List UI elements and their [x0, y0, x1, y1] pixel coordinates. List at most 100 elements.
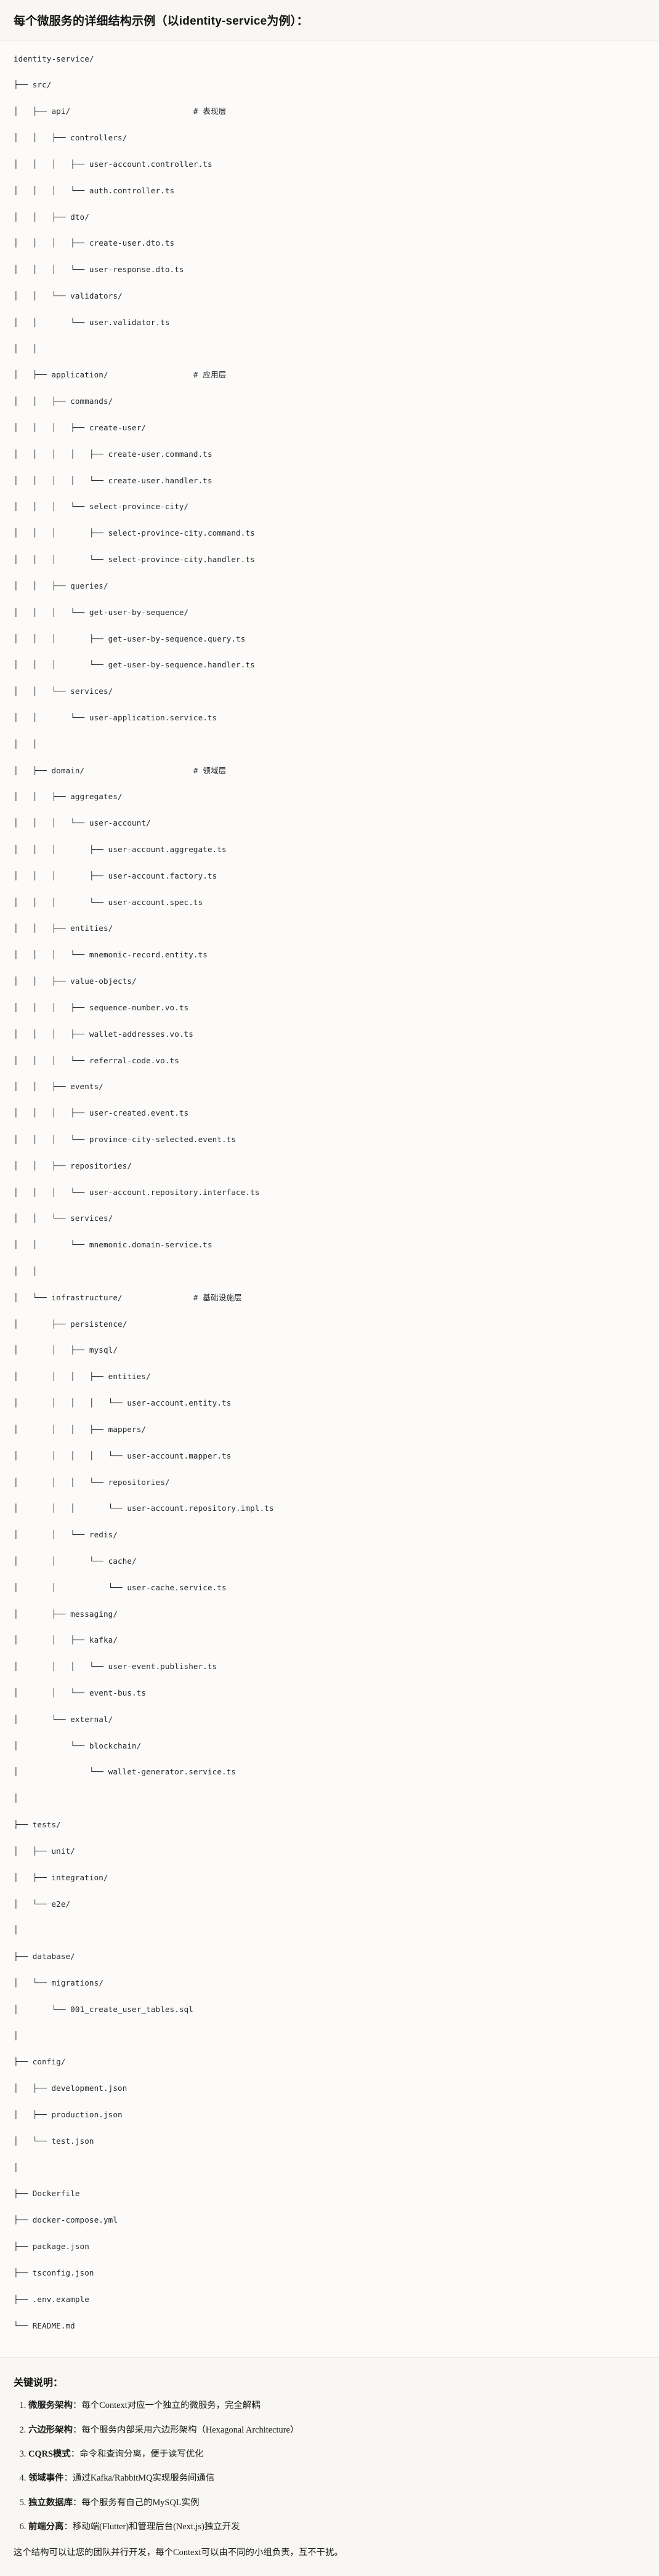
- tree-line: │ └── migrations/: [14, 1978, 103, 1987]
- tree-line: │ │ │ ├── create-user/: [14, 423, 147, 433]
- tree-line: │ │ │ └── user-account.spec.ts: [14, 897, 203, 907]
- key-note-item: CQRS模式：命令和查询分离，便于读写优化: [28, 2447, 645, 2461]
- tree-line: ├── database/: [14, 1952, 75, 1962]
- tree-line: │ │ │ └── select-province-city/: [14, 502, 189, 512]
- tree-line: │ │ ├── mysql/: [14, 1345, 118, 1355]
- tree-line: ├── tests/: [14, 1820, 61, 1830]
- tree-line: │ │ │ ├── user-account.controller.ts: [14, 159, 212, 169]
- tree-line: │ │ ├── commands/: [14, 396, 113, 406]
- tree-line: ├── src/: [14, 80, 52, 90]
- tree-line: │ │ │ ├── user-created.event.ts: [14, 1108, 189, 1118]
- tree-line: │ │ ├── repositories/: [14, 1161, 132, 1170]
- tree-line: │ ├── production.json: [14, 2110, 123, 2120]
- tree-line: │ │ └── services/: [14, 686, 113, 696]
- tree-line: │ │ │ └── user-account/: [14, 818, 151, 828]
- key-note-body: 每个Context对应一个独立的微服务，完全解耦: [81, 2401, 261, 2411]
- key-note-term: 领域事件: [28, 2473, 64, 2484]
- closing-paragraph: 这个结构可以让您的团队并行开发，每个Context可以由不同的小组负责，互不干扰…: [14, 2548, 343, 2558]
- tree-line: │ │ │ ├── sequence-number.vo.ts: [14, 1002, 189, 1012]
- tree-line: │ │ │ └── repositories/: [14, 1477, 170, 1487]
- tree-line: │ └── blockchain/: [14, 1741, 142, 1750]
- tree-line: │ │ │ └── get-user-by-sequence/: [14, 607, 189, 617]
- tree-line: │ ├── domain/ # 领域层: [14, 765, 227, 775]
- tree-line: │ ├── application/ # 应用层: [14, 370, 227, 380]
- tree-line: │ │: [14, 1266, 38, 1276]
- tree-line: │ │ ├── entities/: [14, 924, 113, 933]
- key-note-item: 前端分离：移动端(Flutter)和管理后台(Next.js)独立开发: [28, 2520, 645, 2534]
- tree-line: │ │ ├── kafka/: [14, 1635, 118, 1645]
- tree-line: │ │ │ └── user-account.repository.impl.t…: [14, 1503, 274, 1513]
- tree-line: │ │ └── services/: [14, 1214, 113, 1223]
- tree-line: ├── .env.example: [14, 2294, 89, 2304]
- key-note-separator: ：: [72, 2401, 82, 2411]
- tree-line: ├── docker-compose.yml: [14, 2215, 118, 2225]
- tree-line: │ │ │ ├── select-province-city.command.t…: [14, 528, 255, 538]
- tree-line: │ ├── api/ # 表现层: [14, 107, 227, 116]
- key-note-term: 六边形架构: [28, 2425, 73, 2435]
- tree-line: │ │: [14, 739, 38, 749]
- tree-line: │ │ │ │ └── user-account.entity.ts: [14, 1398, 232, 1408]
- tree-line: ├── package.json: [14, 2242, 89, 2252]
- tree-line: ├── config/: [14, 2057, 66, 2067]
- page-title: 每个微服务的详细结构示例（以identity-service为例）：: [14, 15, 309, 28]
- key-notes-list: 微服务架构：每个Context对应一个独立的微服务，完全解耦六边形架构：每个服务…: [14, 2399, 645, 2534]
- tree-line: │ │ │ ├── mappers/: [14, 1424, 147, 1434]
- tree-line: │: [14, 2031, 18, 2040]
- tree-line: │ │ │ ├── get-user-by-sequence.query.ts: [14, 634, 246, 643]
- tree-line: │: [14, 1925, 18, 1935]
- tree-line: │ │ │ │ └── create-user.handler.ts: [14, 475, 212, 485]
- tree-line: │ │ │ ├── user-account.factory.ts: [14, 871, 217, 880]
- tree-line: │ │ │ └── referral-code.vo.ts: [14, 1055, 179, 1065]
- key-note-item: 领域事件：通过Kafka/RabbitMQ实现服务间通信: [28, 2471, 645, 2485]
- tree-line: ├── Dockerfile: [14, 2189, 80, 2199]
- tree-line: │ │ └── event-bus.ts: [14, 1688, 147, 1698]
- key-note-body: 通过Kafka/RabbitMQ实现服务间通信: [72, 2473, 215, 2484]
- key-note-item: 微服务架构：每个Context对应一个独立的微服务，完全解耦: [28, 2399, 645, 2412]
- key-note-term: 前端分离: [28, 2521, 64, 2532]
- tree-line: │ │ │ └── select-province-city.handler.t…: [14, 555, 255, 565]
- tree-line: │ │ └── user.validator.ts: [14, 317, 170, 327]
- tree-line: │ │ ├── aggregates/: [14, 792, 123, 802]
- tree-line: │ └── e2e/: [14, 1899, 71, 1909]
- tree-line: │ │: [14, 344, 38, 353]
- key-note-body: 命令和查询分离，便于读写优化: [79, 2449, 204, 2459]
- key-note-separator: ：: [63, 2521, 73, 2532]
- tree-line: │ └── infrastructure/ # 基础设施层: [14, 1292, 242, 1302]
- tree-line: │ │ │ ├── user-account.aggregate.ts: [14, 845, 227, 855]
- key-note-term: CQRS模式: [28, 2449, 71, 2459]
- tree-line: │ │ │ └── get-user-by-sequence.handler.t…: [14, 660, 255, 670]
- tree-line: │ │ └── validators/: [14, 291, 123, 300]
- tree-line: └── README.md: [14, 2320, 75, 2330]
- tree-line: │ │ │ └── user-account.repository.interf…: [14, 1187, 260, 1197]
- directory-tree-block: identity-service/ ├── src/ │ ├── api/ # …: [0, 41, 659, 2358]
- key-note-item: 六边形架构：每个服务内部采用六边形架构（Hexagonal Architectu…: [28, 2423, 645, 2437]
- tree-line: │ │ │ │ ├── create-user.command.ts: [14, 449, 212, 459]
- tree-line: │ │ └── cache/: [14, 1556, 137, 1566]
- tree-line: │ │ ├── dto/: [14, 212, 89, 222]
- key-note-body: 移动端(Flutter)和管理后台(Next.js)独立开发: [72, 2521, 240, 2532]
- tree-line: │: [14, 2162, 18, 2172]
- tree-line: │ ├── unit/: [14, 1846, 75, 1856]
- key-notes-section: 关键说明： 微服务架构：每个Context对应一个独立的微服务，完全解耦六边形架…: [0, 2357, 659, 2576]
- key-note-item: 独立数据库：每个服务有自己的MySQL实例: [28, 2496, 645, 2510]
- tree-line: │ │ └── redis/: [14, 1530, 118, 1540]
- tree-line: │ │ │ ├── wallet-addresses.vo.ts: [14, 1029, 193, 1039]
- key-note-separator: ：: [70, 2449, 80, 2459]
- tree-line: │ │ │ └── user-event.publisher.ts: [14, 1662, 217, 1672]
- page-header: 每个微服务的详细结构示例（以identity-service为例）：: [0, 0, 659, 41]
- tree-line: │ │ └── user-cache.service.ts: [14, 1582, 227, 1592]
- key-note-separator: ：: [72, 2497, 82, 2508]
- key-note-body: 每个服务内部采用六边形架构（Hexagonal Architecture）: [81, 2425, 299, 2435]
- tree-line: │: [14, 1793, 18, 1803]
- key-note-term: 独立数据库: [28, 2497, 73, 2508]
- tree-line: │ ├── integration/: [14, 1872, 108, 1882]
- tree-line: │ │ │ └── mnemonic-record.entity.ts: [14, 950, 208, 960]
- tree-line: │ │ └── mnemonic.domain-service.ts: [14, 1240, 212, 1250]
- key-note-separator: ：: [72, 2425, 82, 2435]
- tree-line: │ │ │ └── user-response.dto.ts: [14, 265, 184, 275]
- key-note-term: 微服务架构: [28, 2401, 73, 2411]
- tree-line: │ └── wallet-generator.service.ts: [14, 1767, 237, 1777]
- tree-line: │ │ └── user-application.service.ts: [14, 712, 217, 722]
- tree-line: │ │ │ │ └── user-account.mapper.ts: [14, 1451, 232, 1460]
- tree-line: │ │ ├── value-objects/: [14, 976, 137, 986]
